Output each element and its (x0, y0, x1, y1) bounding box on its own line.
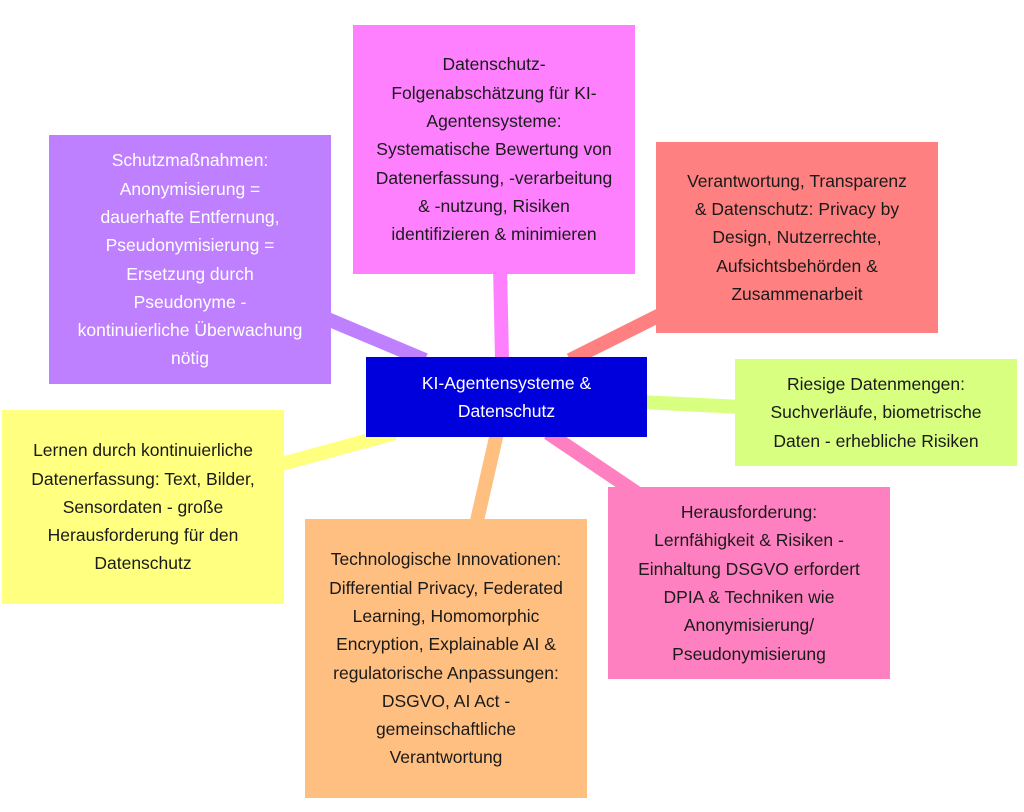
connector-orange (469, 431, 504, 527)
node-continuous-learning-text: Lernen durch kontinuierliche Datenerfass… (31, 440, 255, 574)
central-topic: KI-Agentensysteme & Datenschutz (366, 357, 647, 437)
central-topic-text: KI-Agentensysteme & Datenschutz (421, 373, 592, 421)
node-continuous-learning: Lernen durch kontinuierliche Datenerfass… (2, 410, 284, 604)
connector-green (639, 395, 743, 414)
connector-red (566, 303, 674, 367)
connector-purple (322, 311, 428, 367)
node-tech-innovations: Technologische Innovationen: Differentia… (305, 519, 587, 798)
connector-yellow (276, 426, 397, 472)
connector-top (493, 264, 509, 361)
node-tech-innovations-text: Technologische Innovationen: Differentia… (329, 549, 563, 768)
node-responsibility: Verantwortung, Transparenz & Datenschutz… (656, 142, 938, 333)
node-data-volumes-text: Riesige Datenmengen: Suchverläufe, biome… (770, 374, 982, 451)
connector-pink (544, 427, 644, 501)
node-challenge: Herausforderung: Lernfähigkeit & Risiken… (608, 487, 890, 679)
node-dpia-text: Datenschutz-Folgenabschätzung für KI-Age… (375, 54, 613, 245)
node-protective-measures: Schutzmaßnahmen: Anonymisierung = dauerh… (49, 135, 331, 384)
node-responsibility-text: Verantwortung, Transparenz & Datenschutz… (687, 170, 907, 304)
node-protective-measures-text: Schutzmaßnahmen: Anonymisierung = dauerh… (77, 150, 303, 369)
node-challenge-text: Herausforderung: Lernfähigkeit & Risiken… (638, 502, 860, 664)
node-dpia: Datenschutz-Folgenabschätzung für KI-Age… (353, 25, 635, 274)
node-data-volumes: Riesige Datenmengen: Suchverläufe, biome… (735, 359, 1017, 466)
